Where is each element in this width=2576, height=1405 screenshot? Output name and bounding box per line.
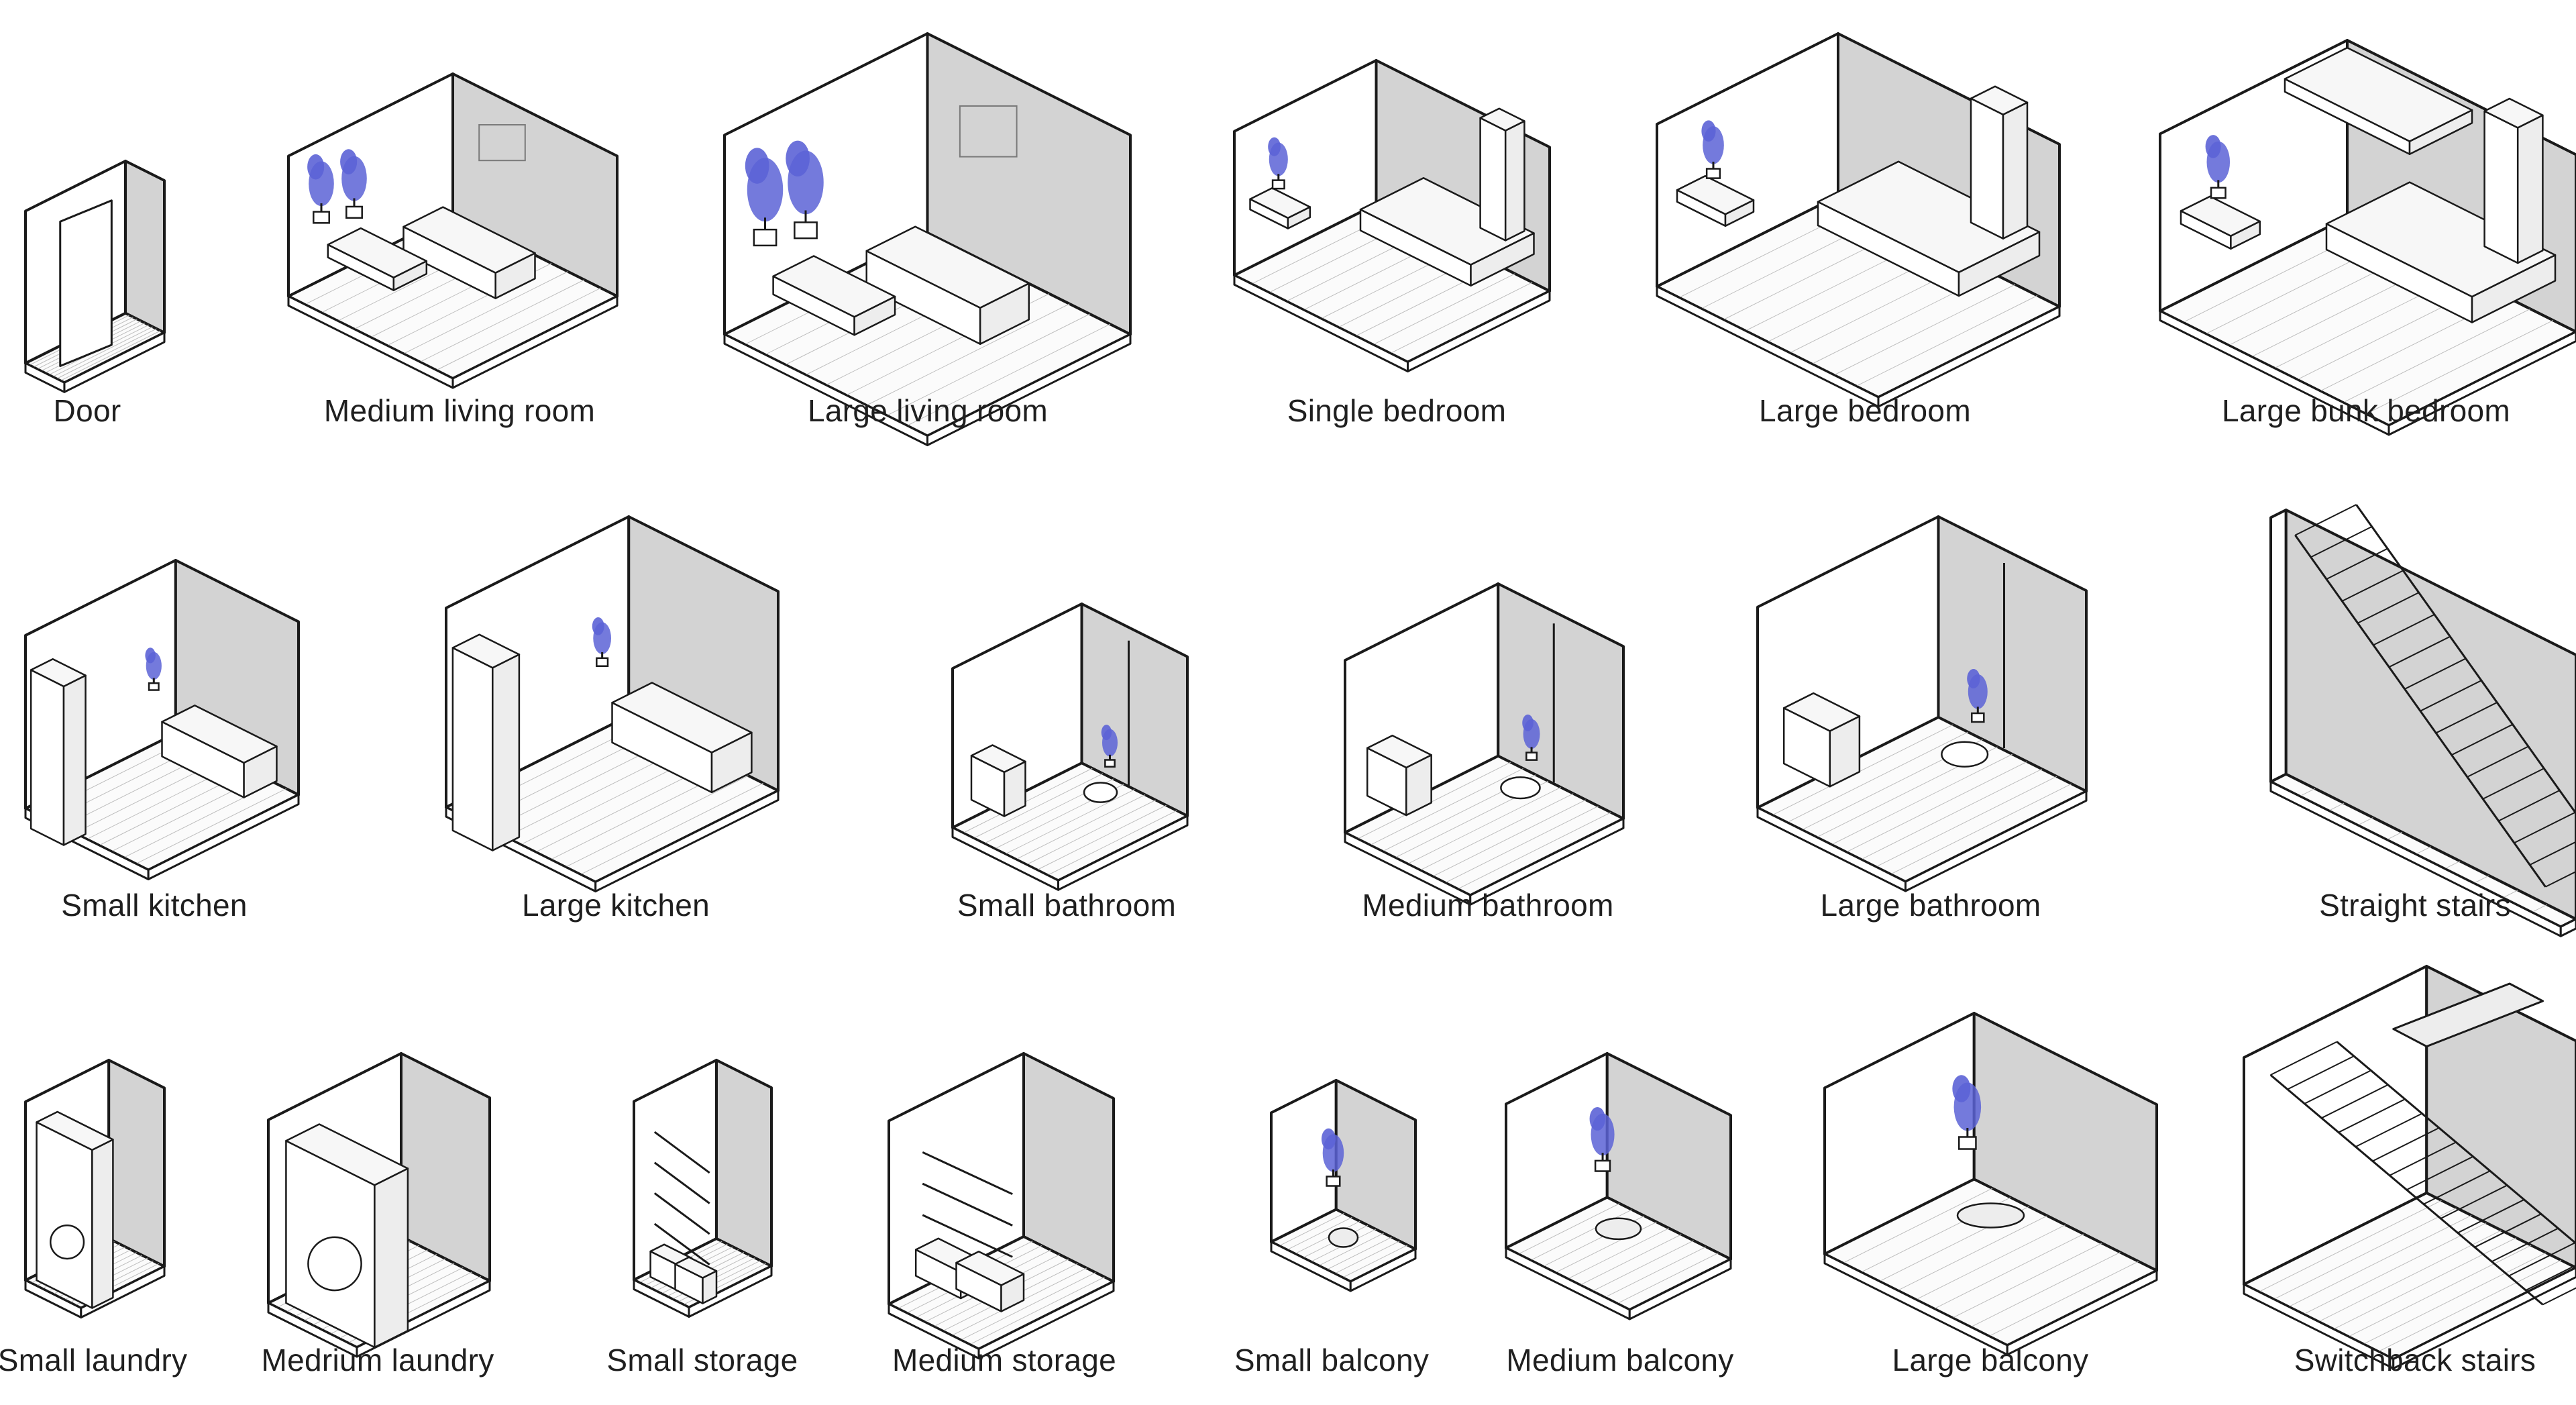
module-label-small-balcony: Small balcony [1234, 1342, 1429, 1378]
module-label-single-bedroom: Single bedroom [1287, 393, 1506, 429]
module-label-large-living-room: Large living room [808, 393, 1048, 429]
module-drawing-large-bathroom [1758, 517, 2086, 891]
door-leaf [60, 201, 112, 366]
module-label-door: Door [54, 393, 121, 429]
module-drawing-switchback-stairs [2244, 966, 2576, 1369]
module-drawing-medium-storage [889, 1053, 1114, 1359]
module-drawing-medium-bathroom [1345, 584, 1623, 904]
module-drawing-small-bathroom [953, 604, 1187, 890]
toilet [1501, 777, 1540, 798]
module-label-small-storage: Small storage [606, 1342, 798, 1378]
module-drawing-small-balcony [1271, 1080, 1415, 1291]
module-label-switchback-stairs: Switchback stairs [2294, 1342, 2536, 1378]
module-drawing-large-bedroom [1657, 34, 2059, 407]
balcony-chair [1596, 1218, 1641, 1239]
washer-door [308, 1237, 361, 1290]
module-drawing-door [25, 161, 164, 392]
module-label-small-kitchen: Small kitchen [61, 887, 247, 923]
module-drawing-small-storage [634, 1060, 771, 1317]
balcony-chair [1329, 1229, 1358, 1247]
module-drawing-large-kitchen [446, 517, 778, 892]
fridge [453, 635, 519, 851]
module-drawing-large-living-room [724, 34, 1130, 446]
module-label-large-kitchen: Large kitchen [522, 887, 710, 923]
module-label-straight-stairs: Straight stairs [2319, 887, 2511, 923]
module-label-large-bathroom: Large bathroom [1821, 887, 2041, 923]
fridge [31, 659, 85, 845]
wardrobe [2485, 99, 2543, 263]
module-drawing-medium-balcony [1506, 1053, 1731, 1319]
module-label-medium-laundry: Medrium laundry [261, 1342, 494, 1378]
module-label-large-bedroom: Large bedroom [1759, 393, 1971, 429]
washer-door [50, 1225, 84, 1259]
wardrobe [1481, 109, 1525, 241]
module-label-medium-storage: Medium storage [892, 1342, 1116, 1378]
module-label-large-balcony: Large balcony [1892, 1342, 2089, 1378]
module-drawing-straight-stairs [2271, 505, 2576, 936]
module-label-small-bathroom: Small bathroom [957, 887, 1176, 923]
wardrobe [1971, 87, 2027, 239]
module-drawing-large-bunk-bedroom [2160, 40, 2576, 435]
module-drawing-large-balcony [1825, 1013, 2157, 1355]
module-label-medium-bathroom: Medium bathroom [1362, 887, 1613, 923]
module-drawing-medium-laundry [268, 1053, 490, 1357]
balcony-chair [1957, 1204, 2024, 1228]
toilet [1941, 742, 1988, 767]
module-drawing-medium-living-room [288, 74, 617, 388]
module-label-medium-living-room: Medium living room [324, 393, 595, 429]
module-drawing-small-kitchen [25, 560, 299, 880]
module-drawing-single-bedroom [1234, 60, 1550, 372]
washer-dryer-stack [37, 1112, 113, 1308]
module-label-medium-balcony: Medium balcony [1506, 1342, 1733, 1378]
module-label-large-bunk-bedroom: Large bunk bedroom [2222, 393, 2510, 429]
module-drawing-small-laundry [25, 1060, 164, 1318]
toilet [1084, 782, 1117, 802]
module-label-small-laundry: Small laundry [0, 1342, 187, 1378]
